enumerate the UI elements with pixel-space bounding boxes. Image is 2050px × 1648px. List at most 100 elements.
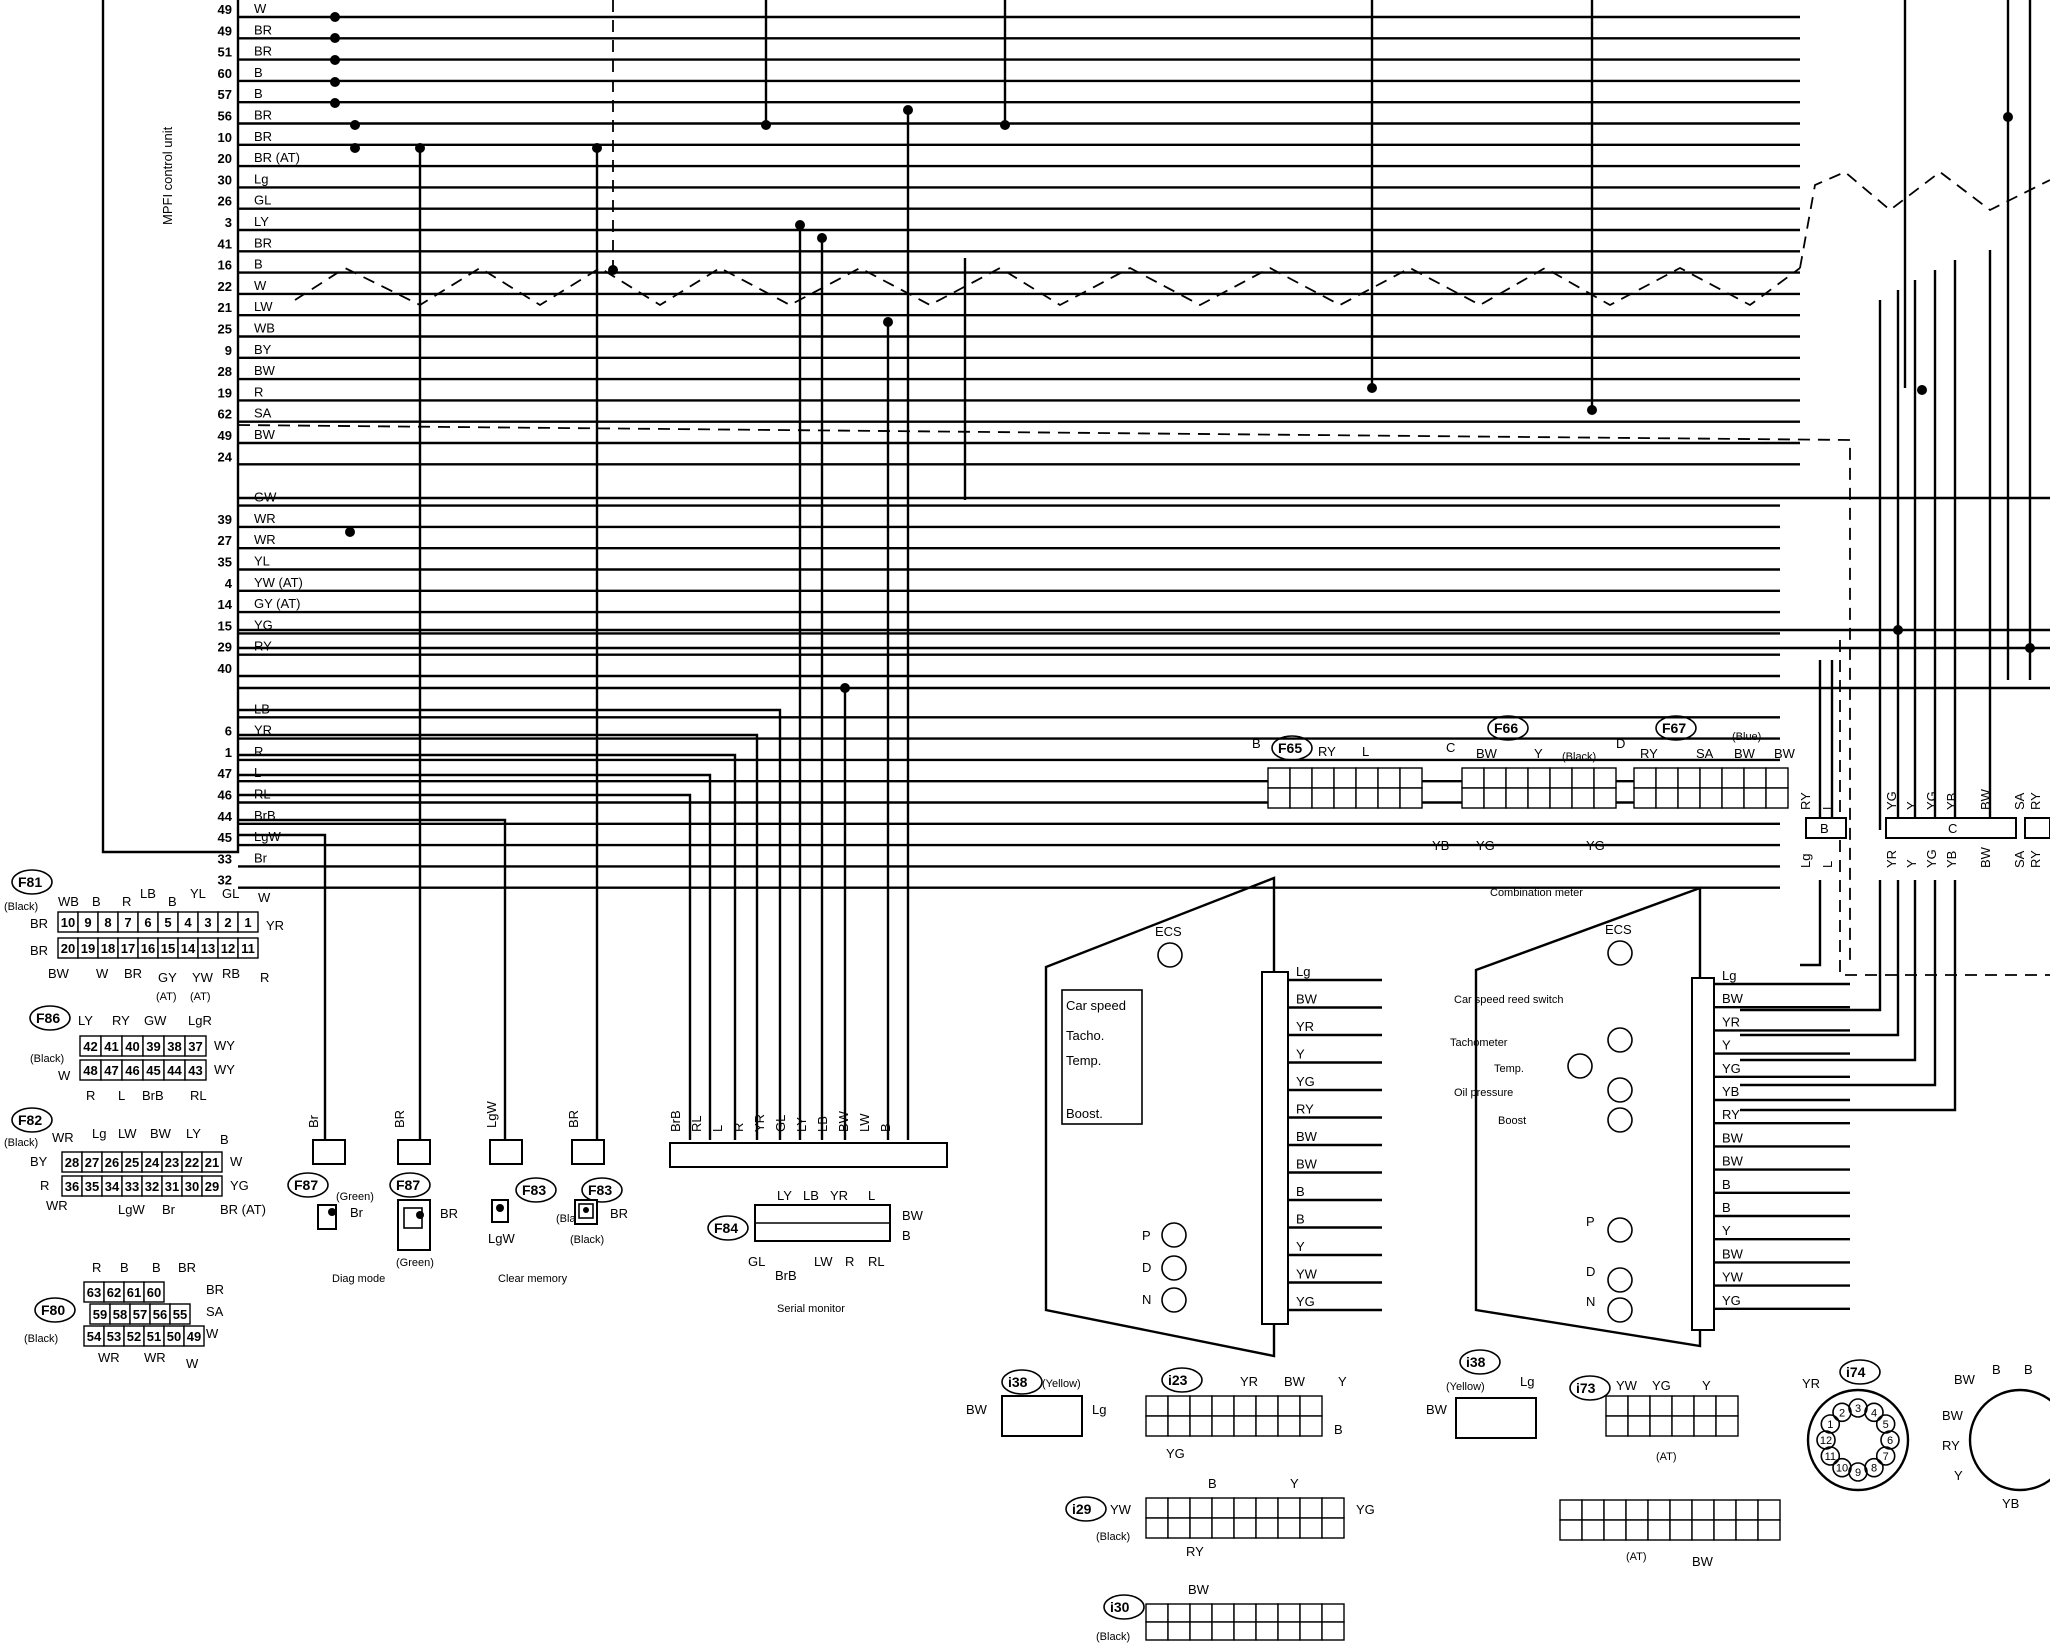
pin-wire-color: R <box>254 744 263 759</box>
pin-cell-number: 25 <box>125 1155 139 1170</box>
pin-wire-color: WR <box>254 532 276 547</box>
connector-cell <box>1677 787 1701 809</box>
f82-name: F82 <box>18 1112 42 1128</box>
pin-wire-color: SA <box>254 406 272 421</box>
i74-pin: 9 <box>1855 1467 1861 1479</box>
svg-text:Oil pressure: Oil pressure <box>1454 1087 1513 1099</box>
plug-br-1 <box>312 1139 346 1165</box>
pin-number: 35 <box>218 555 232 570</box>
connector-cell <box>1277 1517 1301 1539</box>
f65-name: F65 <box>1278 740 1302 756</box>
pin-cell-number: 18 <box>101 941 115 956</box>
pin-number: 33 <box>218 851 232 866</box>
i74-pin: 10 <box>1836 1463 1848 1475</box>
svg-text:B: B <box>1208 1476 1217 1491</box>
connector-cell <box>1715 1395 1739 1417</box>
connector-cell <box>1633 767 1657 789</box>
connector-cell <box>1355 787 1379 809</box>
pin-cell-number: 55 <box>173 1307 187 1322</box>
pin-wire-color: Lg <box>254 171 268 186</box>
connector-cell <box>1593 767 1617 789</box>
meter-pin-label: YW <box>1296 1267 1318 1282</box>
svg-text:YG: YG <box>1476 838 1495 853</box>
pin-wire-color: WB <box>254 321 275 336</box>
f84-bottom-label: BrB <box>775 1268 797 1283</box>
svg-text:WY: WY <box>214 1038 235 1053</box>
pin-cell-number: 56 <box>153 1307 167 1322</box>
connector-cell <box>1377 787 1401 809</box>
meter-pin-label: B <box>1722 1177 1731 1192</box>
f84-bottom-label: GL <box>748 1254 765 1269</box>
svg-text:L: L <box>118 1088 125 1103</box>
pin-wire-color: BW <box>254 427 276 442</box>
svg-text:GL: GL <box>222 886 239 901</box>
connector-cell <box>1655 787 1679 809</box>
f83b-color: (Black) <box>570 1234 604 1246</box>
f86-name: F86 <box>36 1010 60 1026</box>
connector-cell <box>1145 1517 1169 1539</box>
pin-wire-color: LgW <box>254 829 281 844</box>
connector-cell <box>1649 1415 1673 1437</box>
connector-cell <box>1167 1497 1191 1519</box>
pin-wire-color: BY <box>254 342 272 357</box>
combination-meter-title: Combination meter <box>1490 887 1583 899</box>
f84-right-label: BW <box>902 1208 924 1223</box>
connector-cell <box>1355 767 1379 789</box>
f82-color: (Black) <box>4 1137 38 1149</box>
pin-cell-number: 51 <box>147 1329 161 1344</box>
connector-cell <box>1581 1499 1605 1521</box>
connector-cell <box>1277 1415 1301 1437</box>
f84-bottom-label: LW <box>814 1254 833 1269</box>
svg-text:Y: Y <box>1954 1468 1963 1483</box>
connector-cell <box>1311 787 1335 809</box>
svg-text:Temp.: Temp. <box>1066 1053 1101 1068</box>
svg-text:BW: BW <box>1692 1554 1714 1569</box>
pin-cell <box>184 1035 207 1057</box>
svg-text:(Yellow): (Yellow) <box>1042 1378 1081 1390</box>
pin-number: 56 <box>218 109 232 124</box>
junction-dots <box>330 12 2035 693</box>
connector-cell <box>1189 1395 1213 1417</box>
svg-text:BR: BR <box>30 916 48 931</box>
pin-number: 4 <box>225 576 233 591</box>
pin-number: 39 <box>218 512 232 527</box>
svg-text:R: R <box>122 894 131 909</box>
combination-meter: Combination meter ECS Car speed reed swi… <box>1450 886 1850 1348</box>
pin-wire-color: B <box>254 86 263 101</box>
connector-cell <box>1255 1603 1279 1623</box>
pin-cell-number: 4 <box>184 915 192 930</box>
pin-number: 1 <box>225 745 232 760</box>
row-bottom-label: YB <box>1944 851 1959 868</box>
connector-cell <box>1145 1395 1169 1417</box>
pin-cell-number: 44 <box>167 1063 182 1078</box>
connector-cell <box>1233 1517 1257 1539</box>
connector-cell <box>1167 1517 1191 1539</box>
connector-cell <box>1189 1517 1213 1539</box>
svg-text:YG: YG <box>1356 1502 1375 1517</box>
serial-bus-wire: R <box>731 1123 746 1132</box>
pin-number: 22 <box>218 279 232 294</box>
connector-cell <box>1765 767 1789 789</box>
f84-right-label: B <box>902 1228 911 1243</box>
connector-cell <box>1655 767 1679 789</box>
connector-cell <box>1277 1497 1301 1519</box>
pin-cell <box>201 1175 223 1197</box>
svg-text:B: B <box>152 1260 161 1275</box>
serial-bus-wire: BrB <box>668 1110 683 1132</box>
connector-cell <box>1505 787 1529 809</box>
meter-pin-label: BW <box>1722 991 1744 1006</box>
connector-cell <box>1267 787 1291 809</box>
svg-text:P: P <box>1142 1228 1151 1243</box>
control-unit-outline <box>101 0 240 854</box>
pin-number: 14 <box>218 597 233 612</box>
pin-cell-number: 54 <box>87 1329 102 1344</box>
meter-pin-label: RY <box>1722 1107 1740 1122</box>
svg-text:YG: YG <box>1166 1446 1185 1461</box>
connector-cell <box>1145 1603 1169 1623</box>
